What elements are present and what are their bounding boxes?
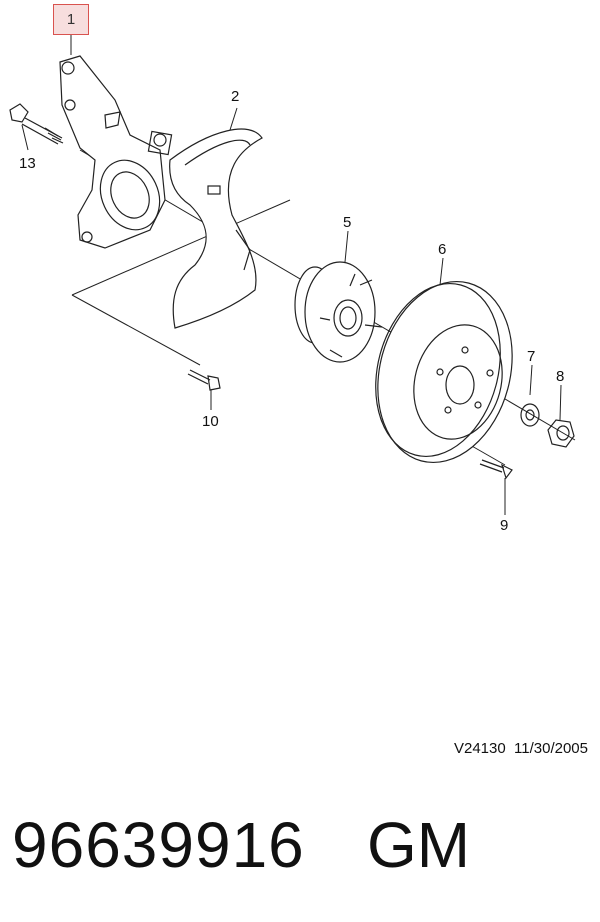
callout-10: 10 (202, 413, 219, 430)
diagram-reference: V24130 11/30/2005 (454, 740, 588, 757)
part-number: 96639916 (12, 809, 305, 881)
leader-lines (21, 35, 562, 515)
knuckle-bolt (9, 103, 64, 145)
callout-7: 7 (527, 348, 536, 365)
ref-date: 11/30/2005 (514, 740, 588, 757)
exploded-parts-diagram (9, 35, 576, 515)
hub-nut (547, 419, 575, 448)
brake-disc (375, 280, 513, 464)
callout-9: 9 (500, 517, 509, 534)
callout-2: 2 (231, 88, 240, 105)
dust-shield (169, 128, 263, 329)
callout-8: 8 (556, 368, 565, 385)
brand-label: GM (367, 809, 471, 881)
washer (520, 403, 540, 427)
disc-screw (479, 459, 513, 480)
callout-5: 5 (343, 214, 352, 231)
steering-knuckle (59, 55, 173, 249)
ref-code: V24130 (453, 740, 506, 757)
callout-6: 6 (438, 241, 447, 258)
callout-1: 1 (53, 4, 89, 35)
shield-screw (187, 369, 221, 391)
hub-bearing (294, 261, 383, 363)
callout-13: 13 (19, 155, 36, 172)
